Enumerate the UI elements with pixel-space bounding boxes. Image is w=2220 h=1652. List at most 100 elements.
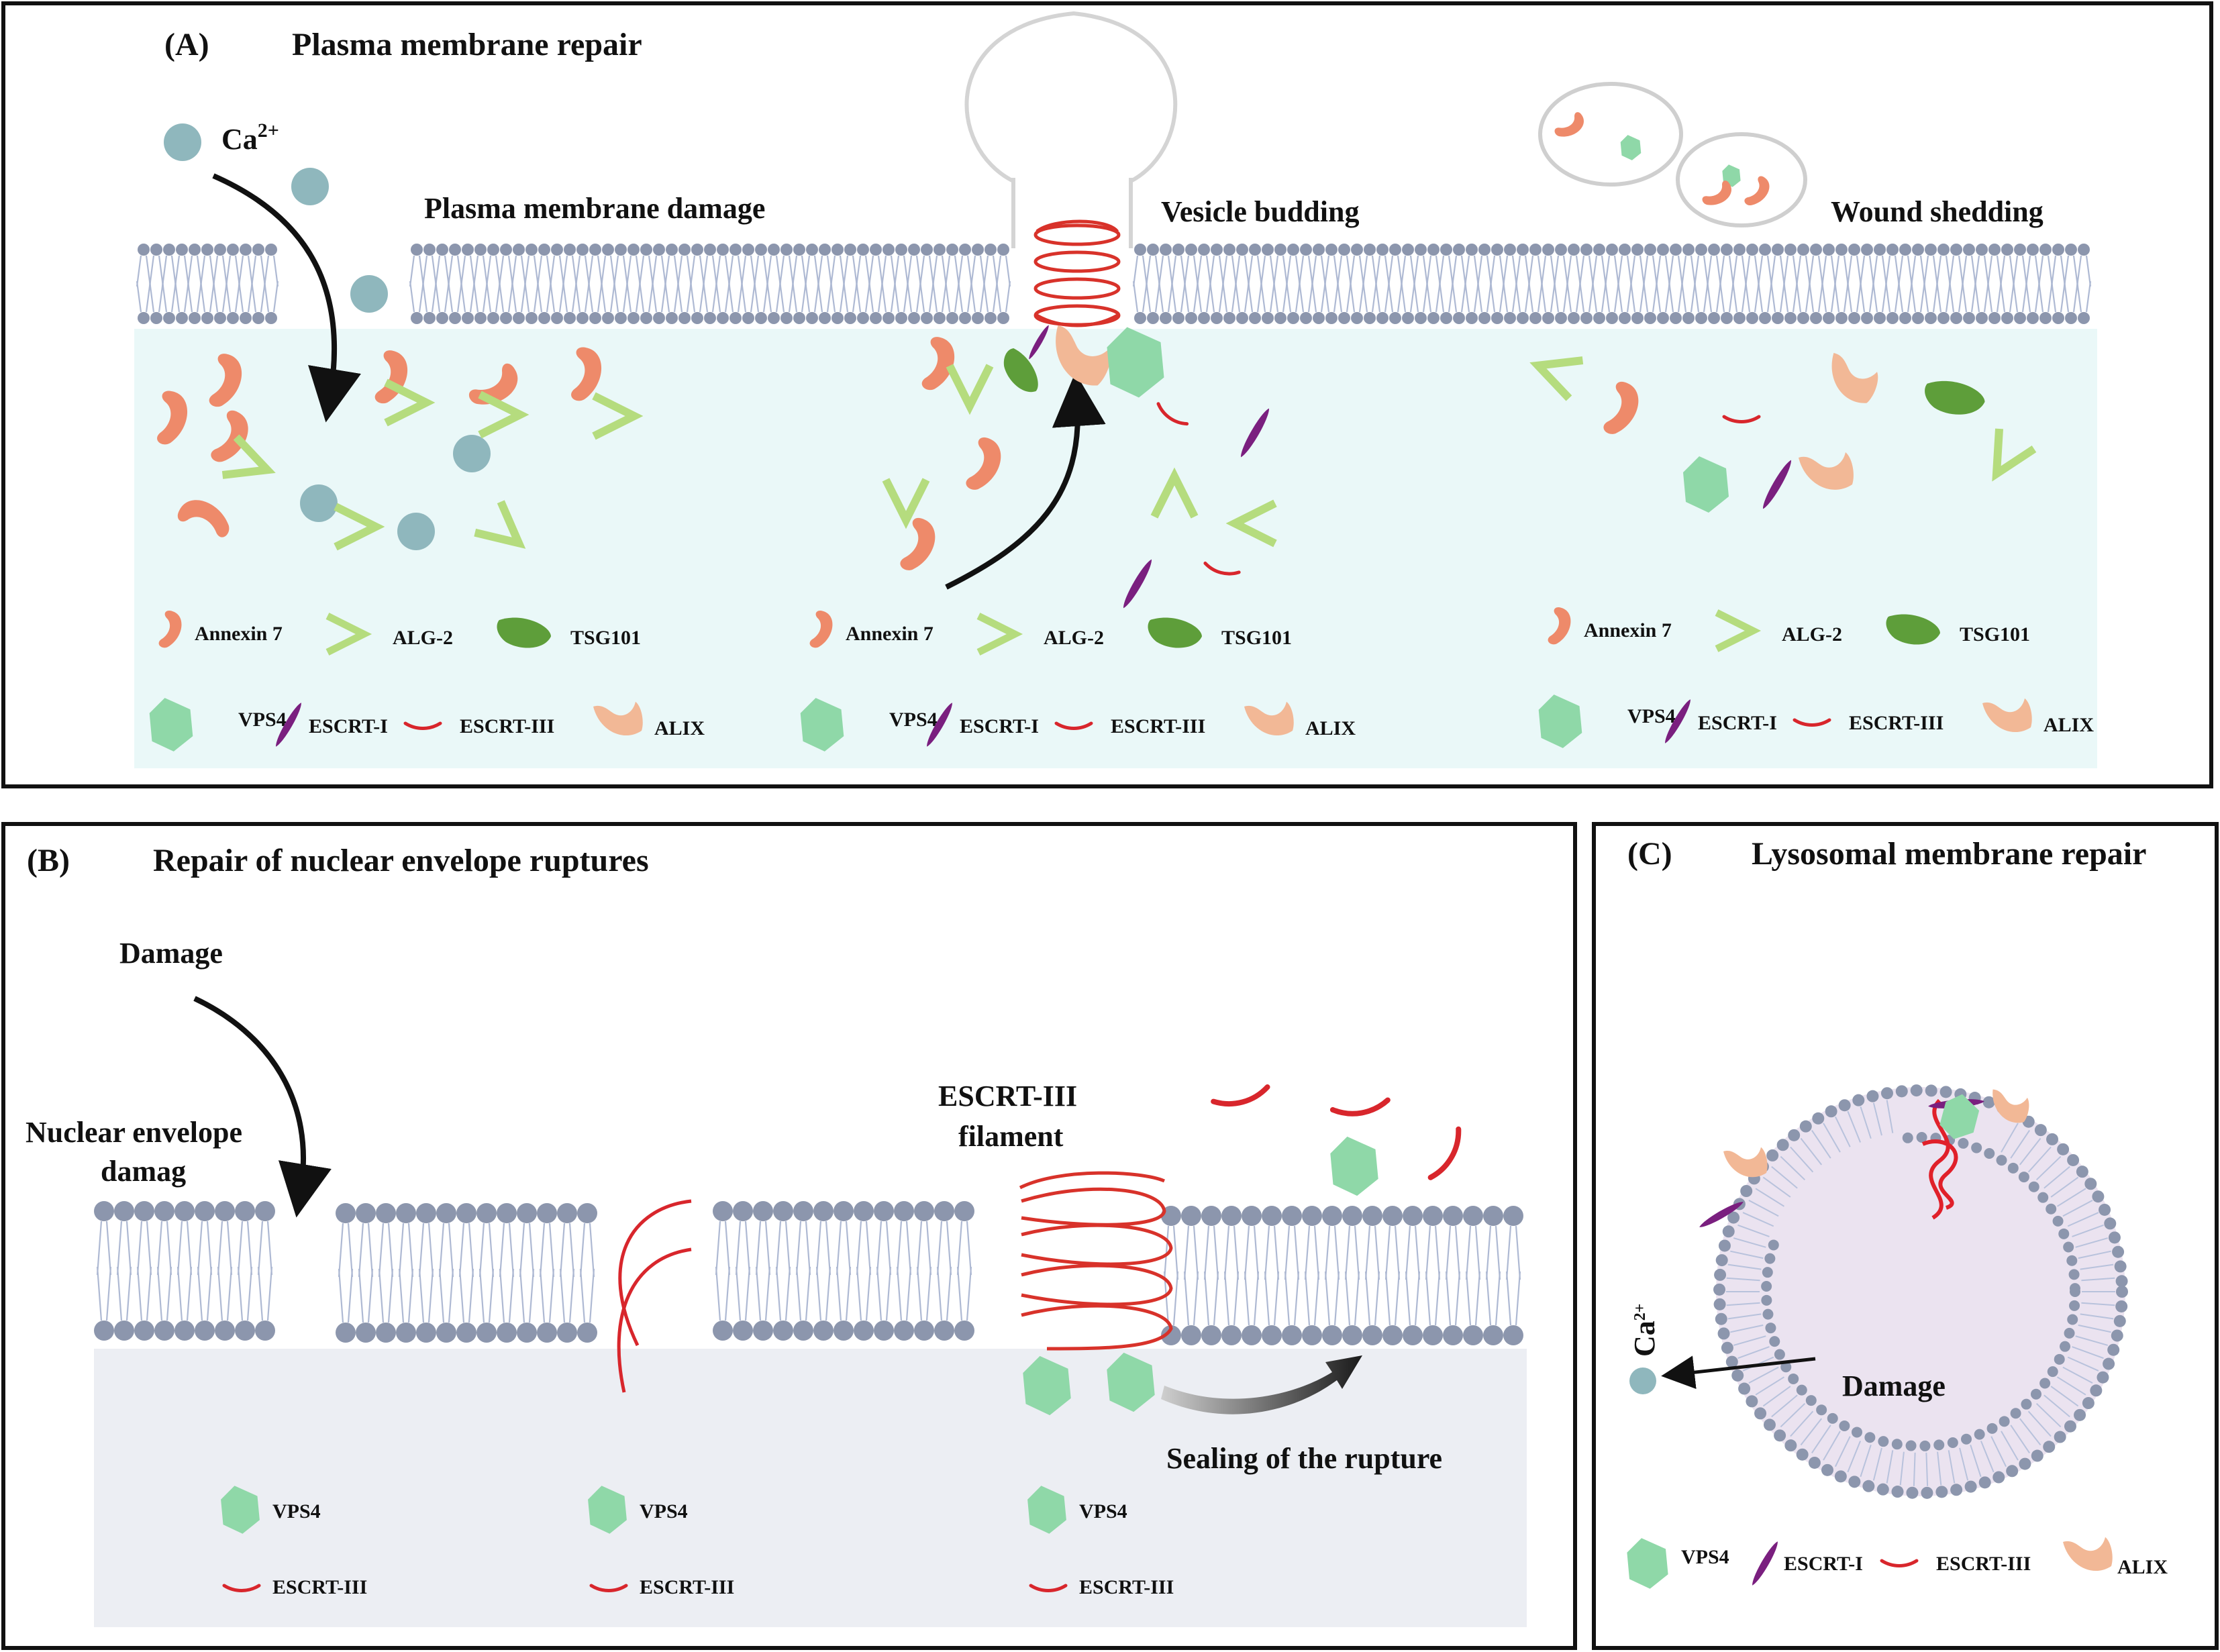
envelope-label-2: damag xyxy=(101,1155,186,1188)
annexin7-icon xyxy=(809,611,833,648)
vps4-icon xyxy=(1627,1538,1668,1589)
annexin7-icon xyxy=(571,347,602,401)
escrt3-icon xyxy=(1029,1584,1068,1592)
legend-annexin7-label: Annexin 7 xyxy=(1584,619,1672,641)
vps4-icon xyxy=(1107,1352,1155,1412)
escrt1-icon xyxy=(276,703,301,747)
vps4-icon xyxy=(1023,1355,1071,1416)
envelope-label-1: Nuclear envelope xyxy=(26,1116,242,1149)
lysosome-lumen xyxy=(1716,1087,2125,1496)
panel-a-membrane-segment-2 xyxy=(409,244,1011,324)
filament-label-1: ESCRT-III xyxy=(938,1080,1077,1113)
escrt-iii-arc-1 xyxy=(618,1199,692,1347)
escrt1-icon xyxy=(1665,699,1691,743)
legend-escrt3-label: ESCRT-III xyxy=(1849,712,1944,734)
alix-icon xyxy=(1723,1147,1768,1178)
recruitment-arrow xyxy=(945,372,1106,590)
panel-b-frame xyxy=(1,822,1577,1650)
escrt3-icon xyxy=(1156,402,1189,426)
annexin7-icon xyxy=(209,354,242,407)
panel-b: (B) Repair of nuclear envelope ruptures … xyxy=(1,822,1577,1650)
ca-ion-label-c: Ca2+ xyxy=(1628,1304,1661,1357)
legend-escrt3-label: ESCRT-III xyxy=(1936,1553,2031,1575)
alix-icon xyxy=(1799,452,1854,490)
vps4-icon xyxy=(1027,1486,1066,1534)
escrt1-icon xyxy=(1762,460,1792,509)
vps4-icon xyxy=(1107,327,1164,398)
vps4-icon xyxy=(221,1486,260,1534)
vps4-icon xyxy=(1330,1136,1378,1196)
escrt-iii-knot-lyso xyxy=(1921,1098,1958,1220)
escrt3-icon xyxy=(1427,1126,1462,1180)
annexin7-icon xyxy=(1548,607,1571,645)
legend-escrt1-label: ESCRT-I xyxy=(1698,712,1777,734)
annexin7-icon xyxy=(1744,176,1770,206)
escrt-iii-spiral-bud xyxy=(1033,219,1121,327)
escrt-iii-arc-2 xyxy=(617,1247,692,1393)
panel-a-tag: (A) xyxy=(164,27,209,62)
ca-influx-arrow xyxy=(212,173,361,423)
legend-annexin7-label: Annexin 7 xyxy=(846,623,934,645)
escrt3-icon xyxy=(1211,1084,1270,1106)
vps4-icon xyxy=(800,698,844,752)
annexin7-icon xyxy=(158,611,182,648)
vps4-icon xyxy=(1939,1094,1980,1139)
nuclear-membrane-segment-3 xyxy=(713,1201,974,1341)
legend-vps4-label: VPS4 xyxy=(238,709,287,731)
legend-escrt3-label: ESCRT-III xyxy=(272,1576,367,1598)
alg2-icon xyxy=(592,392,644,440)
alix-icon xyxy=(1831,353,1878,403)
sealing-arrow xyxy=(1161,1355,1362,1414)
escrt1-icon xyxy=(1240,408,1270,458)
ca-ion xyxy=(350,275,388,313)
alix-icon xyxy=(1244,701,1294,736)
legend-alix-label: ALIX xyxy=(2044,714,2094,736)
vps4-icon xyxy=(1683,456,1729,513)
escrt1-icon xyxy=(927,703,952,747)
tsg101-icon xyxy=(497,617,551,648)
ca-ion xyxy=(164,123,201,161)
legend-escrt3-label: ESCRT-III xyxy=(1079,1576,1174,1598)
budding-vesicle-outline xyxy=(964,11,1178,183)
nuclear-membrane-segment-2 xyxy=(336,1203,597,1343)
damage-arrow-b xyxy=(193,996,332,1218)
escrt3-icon xyxy=(1203,561,1241,576)
legend-escrt1-label: ESCRT-I xyxy=(960,715,1039,737)
panel-a-membrane-segment-1 xyxy=(136,244,279,324)
annexin7-icon xyxy=(966,437,1001,490)
alg2-icon xyxy=(1150,467,1199,519)
legend-alg2-label: ALG-2 xyxy=(1782,623,1842,646)
tsg101-icon xyxy=(1148,617,1202,648)
shed-vesicle-2 xyxy=(1676,132,1807,227)
alg2-icon xyxy=(1992,428,2037,482)
vps4-icon xyxy=(1620,135,1642,160)
legend-escrt3-label: ESCRT-III xyxy=(460,715,554,737)
escrt3-icon xyxy=(589,1584,628,1592)
annexin7-icon xyxy=(177,500,230,537)
ca-ion-c xyxy=(1629,1367,1656,1394)
ca-ion xyxy=(453,435,491,472)
escrt3-icon xyxy=(1793,718,1831,727)
escrt3-icon xyxy=(222,1584,261,1592)
alix-icon xyxy=(593,701,643,736)
annexin7-icon xyxy=(211,410,248,462)
alg2-icon xyxy=(1225,499,1277,548)
shed-vesicle-1 xyxy=(1538,82,1683,187)
escrt1-icon xyxy=(1752,1541,1778,1586)
ca-ion-label: Ca2+ xyxy=(221,119,279,156)
panel-a-proteins xyxy=(157,112,2037,609)
legend-vps4-label: VPS4 xyxy=(1079,1500,1127,1522)
legend-alix-label: ALIX xyxy=(654,717,705,739)
legend-tsg101-label: TSG101 xyxy=(570,627,641,649)
legend-tsg101-label: TSG101 xyxy=(1960,623,2030,646)
alg2-icon xyxy=(384,378,436,427)
alg2-icon xyxy=(976,613,1023,656)
alix-icon xyxy=(1056,325,1111,386)
legend-escrt3-label: ESCRT-III xyxy=(640,1576,734,1598)
panel-a: (A) Plasma membrane repair Plasma membra… xyxy=(1,1,2213,788)
escrt-iii-filament xyxy=(1019,1171,1173,1351)
annexin7-icon xyxy=(1603,381,1639,434)
